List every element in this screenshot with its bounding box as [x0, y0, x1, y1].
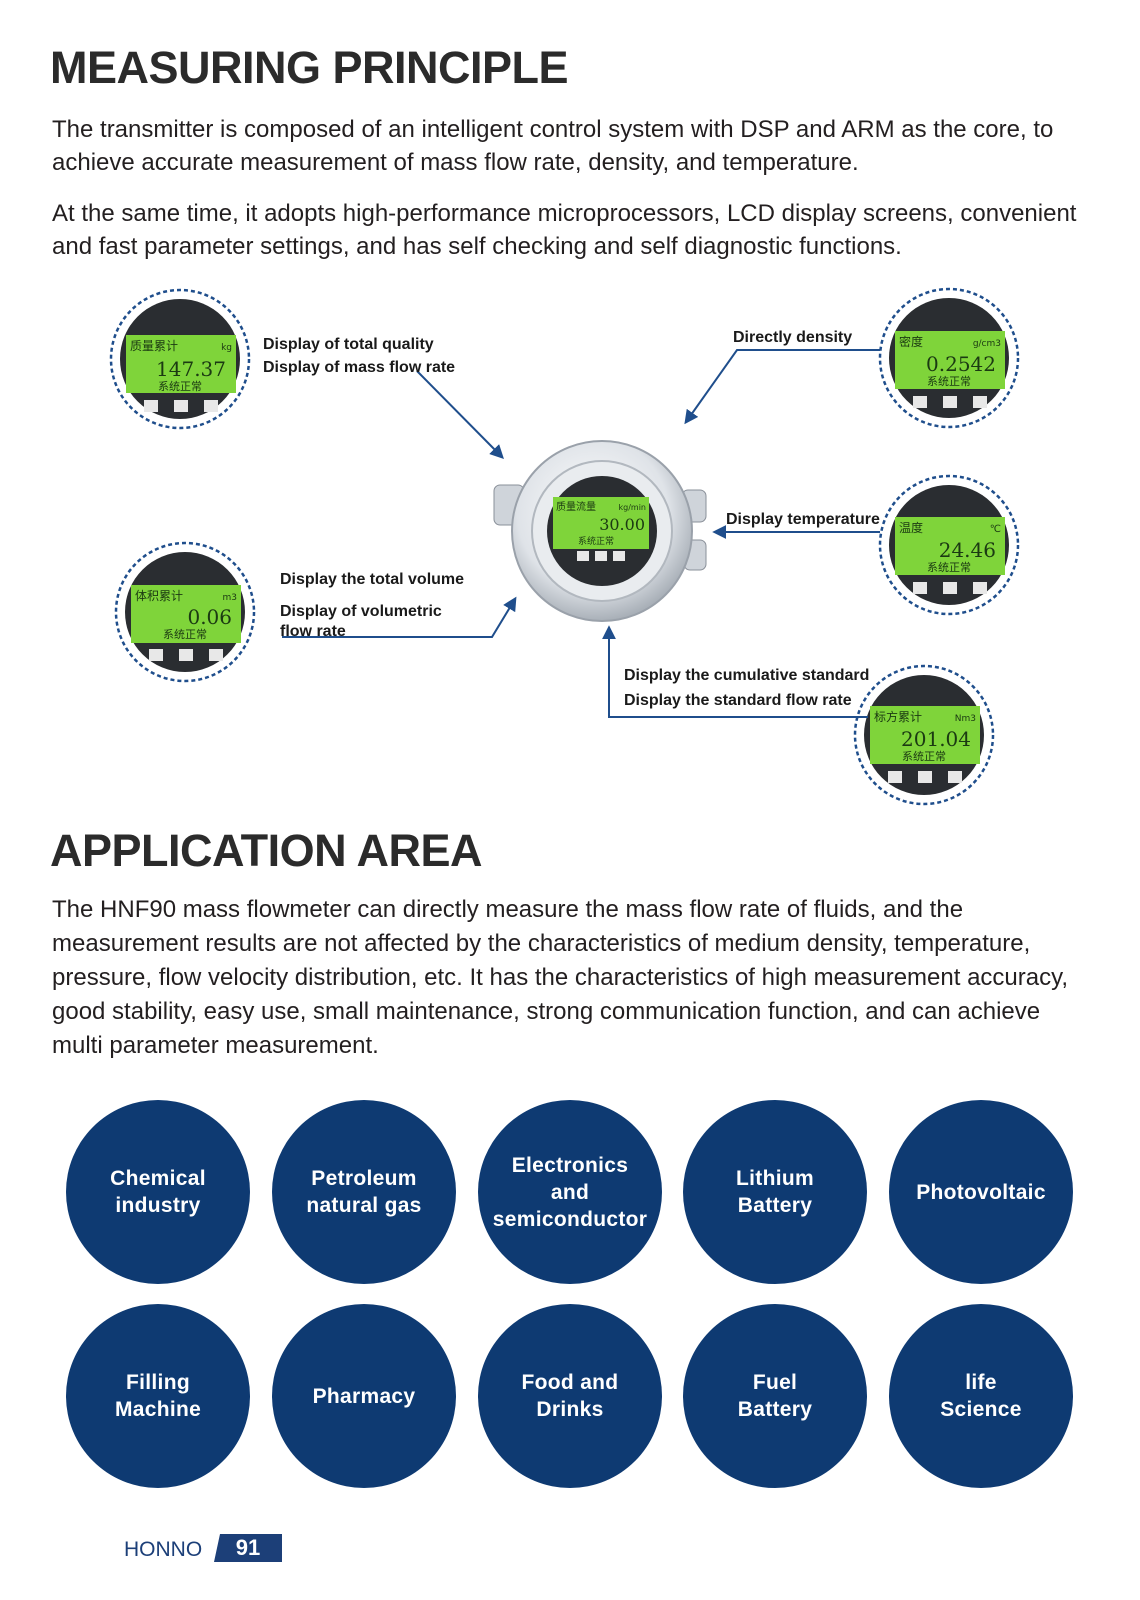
center-display-value: 30.00	[599, 515, 645, 534]
volume-arrow	[282, 596, 517, 638]
mass-arrow	[416, 370, 504, 459]
temperature-display-unit: ℃	[990, 524, 1001, 535]
volume-display-screen: 体积累计 m3 0.06 系统正常	[114, 541, 256, 683]
measuring-principle-heading: MEASURING PRINCIPLE	[50, 42, 569, 93]
measuring-paragraph-1: The transmitter is composed of an intell…	[52, 116, 1054, 176]
temperature-display-label: 温度	[899, 520, 923, 535]
volume-display-unit: m3	[223, 593, 238, 603]
area-pharmacy: Pharmacy	[272, 1304, 456, 1488]
mass-display-status: 系统正常	[158, 380, 202, 393]
center-display-unit: kg/min	[619, 503, 647, 512]
volume-callout-line2b: flow rate	[280, 623, 346, 640]
area-filling-machine: Filling Machine	[66, 1304, 250, 1488]
transmitter-diagram: 质量流量 kg/min 30.00 系统正常 质量累计 kg 147.37 系统…	[109, 287, 1020, 806]
measuring-paragraph-2: At the same time, it adopts high-perform…	[52, 200, 1077, 260]
mass-display-screen: 质量累计 kg 147.37 系统正常	[109, 288, 251, 430]
center-display-label: 质量流量	[556, 500, 596, 513]
temperature-display-screen: 温度 ℃ 24.46 系统正常	[878, 474, 1020, 616]
center-display-status: 系统正常	[578, 535, 614, 547]
standard-display-label: 标方累计	[874, 709, 922, 724]
density-display-unit: g/cm3	[973, 339, 1001, 349]
volume-callout-line1: Display the total volume	[280, 571, 464, 588]
standard-callout-line2: Display the standard flow rate	[624, 692, 852, 709]
standard-display-status: 系统正常	[902, 750, 946, 763]
temperature-callout: Display temperature	[726, 511, 880, 528]
temperature-display-status: 系统正常	[927, 561, 971, 574]
area-photovoltaic: Photovoltaic	[889, 1100, 1073, 1284]
density-display-label: 密度	[899, 334, 923, 349]
volume-display-value: 0.06	[187, 605, 232, 629]
density-display-screen: 密度 g/cm3 0.2542 系统正常	[878, 287, 1020, 429]
standard-display-unit: Nm3	[955, 714, 976, 724]
standard-callout-line1: Display the cumulative standard	[624, 667, 869, 684]
density-callout: Directly density	[733, 329, 852, 346]
mass-display-unit: kg	[221, 343, 232, 353]
mass-display-value: 147.37	[156, 357, 226, 381]
application-paragraph: The HNF90 mass flowmeter can directly me…	[52, 896, 1068, 1059]
volume-display-status: 系统正常	[163, 628, 207, 641]
standard-display-value: 201.04	[901, 727, 971, 751]
application-area-heading: APPLICATION AREA	[50, 825, 483, 876]
density-arrow	[684, 349, 880, 425]
density-display-value: 0.2542	[926, 352, 996, 376]
temperature-display-value: 24.46	[939, 538, 996, 562]
mass-callout-line1: Display of total quality	[263, 336, 434, 353]
volume-callout-line2a: Display of volumetric	[280, 603, 442, 620]
density-display-status: 系统正常	[927, 375, 971, 388]
footer-brand: HONNO	[124, 1538, 203, 1561]
mass-callout-line2: Display of mass flow rate	[263, 359, 455, 376]
volume-display-label: 体积累计	[135, 589, 183, 603]
standard-arrow	[602, 625, 868, 718]
page-number: 91	[214, 1534, 282, 1562]
transmitter-device: 质量流量 kg/min 30.00 系统正常	[493, 440, 707, 622]
mass-display-label: 质量累计	[130, 339, 178, 353]
standard-display-screen: 标方累计 Nm3 201.04 系统正常	[853, 664, 995, 806]
area-lithium-battery: Lithium Battery	[683, 1100, 867, 1284]
